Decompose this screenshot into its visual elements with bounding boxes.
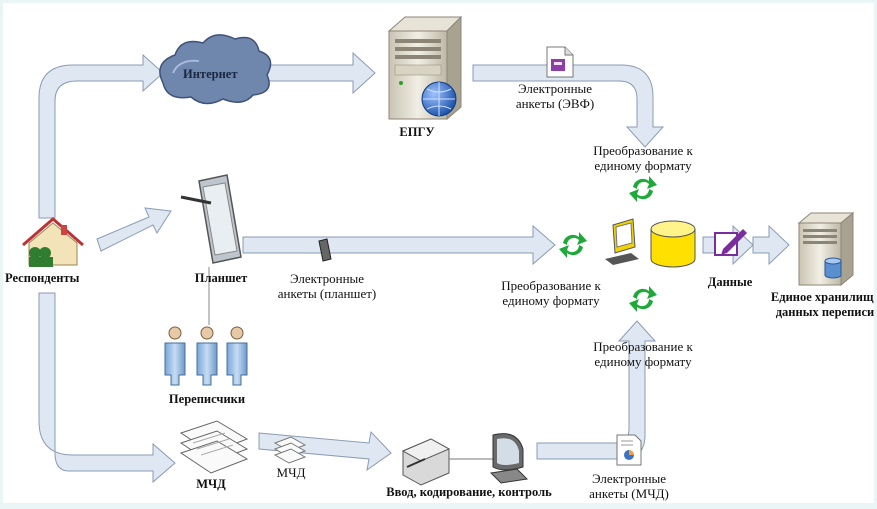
arrow-data-storage (752, 224, 790, 266)
epgu-server-icon (387, 15, 463, 121)
storage-label: Единое хранилище данных переписи (771, 290, 874, 320)
small-paper-stack-icon (273, 436, 307, 464)
enumerators-label: Переписчики (168, 392, 246, 406)
arrow-epgu-down (472, 64, 665, 148)
edit-data-icon (714, 229, 747, 256)
tablet-forms-label: Электронные анкеты (планшет) (278, 271, 376, 301)
document-icon (546, 46, 574, 78)
tablet-forms-line-1: Электронные (289, 271, 365, 286)
internet-cloud-icon (159, 34, 272, 105)
house-icon (22, 217, 84, 267)
evf-label: Электронные анкеты (ЭВФ) (516, 81, 594, 111)
transform-top-line-1: Преобразование к (593, 143, 693, 158)
input-label: Ввод, кодирование, контроль (386, 485, 552, 499)
transform-left-line-1: Преобразование к (501, 278, 601, 293)
arrow-to-mchd (38, 292, 176, 484)
mchd-small-label: МЧД (276, 465, 306, 480)
scanner-icon (401, 438, 451, 486)
flow-arrows (38, 51, 790, 484)
tablet-icon (180, 174, 242, 264)
person-icon (226, 326, 248, 386)
arrow-to-tablet (96, 207, 172, 252)
arrow-to-internet (38, 53, 164, 219)
report-document-icon (616, 434, 642, 466)
transform-top-line-2: единому формату (594, 158, 692, 173)
mchd-forms-line-1: Электронные (591, 471, 667, 486)
refresh-icon-bottom (629, 286, 657, 312)
refresh-icon-left (559, 232, 587, 258)
paper-stack-icon (179, 420, 249, 474)
respondents-label: Респонденты (5, 271, 80, 285)
evf-line-2: анкеты (ЭВФ) (515, 96, 595, 111)
storage-line-1: Единое хранилище (770, 290, 874, 304)
evf-line-1: Электронные (517, 81, 593, 96)
computer-icon (489, 433, 529, 484)
flow-diagram (22, 15, 855, 486)
epgu-label: ЕПГУ (399, 125, 435, 139)
data-label: Данные (707, 275, 753, 289)
enumerators-icon (164, 326, 248, 386)
transform-bottom-label: Преобразование к единому формату (593, 339, 693, 369)
storage-server-icon (797, 211, 855, 287)
diagram-canvas: Интернет ЕПГУ Электронные анкеты (ЭВФ) П… (3, 3, 874, 503)
mchd-label: МЧД (196, 477, 226, 491)
transform-left-line-2: единому формату (502, 293, 600, 308)
tablet-forms-line-2: анкеты (планшет) (277, 286, 377, 301)
mchd-forms-line-2: анкеты (МЧД) (589, 486, 669, 501)
workstation-icon (605, 218, 639, 265)
handheld-icon (318, 238, 332, 262)
refresh-icon-top (629, 176, 657, 202)
tablet-label: Планшет (194, 271, 248, 285)
storage-line-2: данных переписи (775, 305, 874, 319)
database-icon (650, 220, 696, 268)
mchd-forms-label: Электронные анкеты (МЧД) (589, 471, 669, 501)
person-icon (196, 326, 218, 386)
transform-bottom-line-2: единому формату (594, 354, 692, 369)
transform-left-label: Преобразование к единому формату (501, 278, 601, 308)
person-icon (164, 326, 186, 386)
transform-bottom-line-1: Преобразование к (593, 339, 693, 354)
internet-label: Интернет (183, 67, 238, 81)
arrow-internet-epgu (258, 51, 376, 95)
arrow-tablet-center (242, 224, 556, 266)
transform-top-label: Преобразование к единому формату (593, 143, 693, 173)
